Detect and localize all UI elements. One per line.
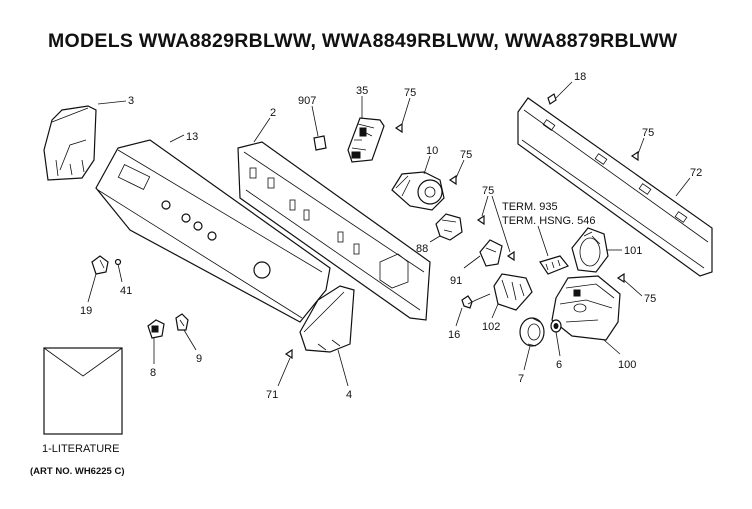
part-71 (277, 348, 293, 387)
callout-term-hsng-546: TERM. HSNG. 546 (502, 215, 596, 227)
callout-19: 19 (80, 305, 92, 317)
part-18-screw (547, 81, 573, 105)
part-end-cap-left (43, 105, 97, 181)
callout-75-a: 75 (404, 87, 416, 99)
callout-10: 10 (426, 145, 438, 157)
part-8 (147, 319, 165, 364)
part-16 (455, 293, 491, 327)
callout-101: 101 (624, 245, 642, 257)
callout-102: 102 (482, 321, 500, 333)
part-41 (114, 258, 123, 283)
part-7-knob (519, 317, 545, 371)
callout-2: 2 (270, 107, 276, 119)
part-terminal-housing (537, 225, 569, 275)
part-102 (491, 273, 533, 319)
callout-88: 88 (416, 243, 428, 255)
callout-8: 8 (150, 367, 156, 379)
callout-41: 41 (120, 285, 132, 297)
literature-envelope (43, 347, 123, 435)
callout-13: 13 (186, 131, 198, 143)
part-72-rear-panel (517, 97, 713, 277)
part-backsplash-frame (237, 141, 431, 321)
literature-label: 1-LITERATURE (42, 443, 119, 455)
diagram-title: MODELS WWA8829RBLWW, WWA8849RBLWW, WWA88… (48, 30, 678, 52)
part-6-washer (550, 319, 562, 357)
callout-7: 7 (518, 373, 524, 385)
callout-9: 9 (196, 353, 202, 365)
callout-71: 71 (266, 389, 278, 401)
part-88 (429, 213, 463, 243)
part-bracket-35 (347, 96, 385, 163)
callout-6: 6 (556, 359, 562, 371)
callout-3: 3 (128, 95, 134, 107)
callout-75-b: 75 (460, 149, 472, 161)
part-19 (87, 255, 109, 303)
part-4-end-cap-right (299, 285, 355, 387)
callout-4: 4 (346, 389, 352, 401)
callout-72: 72 (690, 167, 702, 179)
part-9 (175, 313, 197, 351)
callout-18: 18 (574, 71, 586, 83)
callout-91: 91 (450, 275, 462, 287)
part-10 (391, 155, 445, 211)
callout-75-c: 75 (642, 127, 654, 139)
callout-term-935: TERM. 935 (502, 201, 558, 213)
part-control-panel (95, 139, 331, 323)
part-101-motor (571, 227, 622, 273)
part-907 (311, 105, 327, 151)
part-100-timer (551, 275, 621, 355)
callout-35: 35 (356, 85, 368, 97)
callout-75-e: 75 (644, 293, 656, 305)
art-number: (ART NO. WH6225 C) (30, 466, 125, 477)
callout-100: 100 (618, 359, 636, 371)
part-91 (463, 239, 503, 269)
callout-16: 16 (448, 329, 460, 341)
callout-75-d: 75 (482, 185, 494, 197)
callout-907: 907 (298, 95, 316, 107)
